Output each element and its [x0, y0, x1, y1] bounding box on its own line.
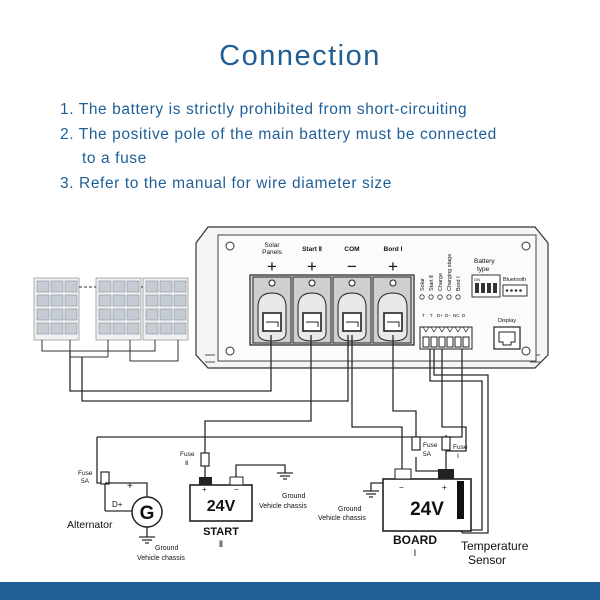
port-label-2: T — [430, 313, 433, 318]
terminal-sign-com: − — [347, 257, 357, 276]
note-2-continued: to a fuse — [82, 150, 147, 167]
terminal-label-start: Start Ⅱ — [302, 245, 322, 253]
battery-type-dip-switch — [471, 274, 501, 298]
board-battery-minus: − — [399, 483, 404, 492]
terminal-label-bord: Bord Ⅰ — [384, 245, 403, 253]
indicator-leds — [419, 294, 461, 300]
fuse-label-3-line-2: 5A — [423, 451, 432, 458]
fuse-label-4-line-1: Fuse — [453, 444, 468, 451]
note-1: 1. The battery is strictly prohibited fr… — [60, 101, 468, 118]
start-battery-numeral: Ⅱ — [219, 539, 223, 549]
board-battery-plus: + — [442, 483, 447, 492]
battery-type-label-1: Battery — [474, 258, 495, 265]
fuse-label-1-line-2: 5A — [81, 478, 90, 485]
temperature-sensor-label-1: Temperature — [461, 539, 529, 553]
ground-label-2-line-1: Ground — [282, 493, 305, 500]
start-battery-plus: + — [202, 485, 207, 494]
alternator-label: Alternator — [67, 519, 113, 531]
indicator-label-start: Start Ⅱ — [429, 275, 435, 291]
dip-on-label: ON — [474, 277, 480, 282]
port-label-3: D+ — [437, 313, 443, 318]
fuse-label-2-line-1: Fuse — [180, 451, 195, 458]
wiring-diagram: Solar Panels Start Ⅱ COM Bord Ⅰ + + − + … — [33, 226, 549, 567]
port-label-4: D− — [445, 313, 451, 318]
battery-type-label-2: type — [477, 266, 490, 273]
fuse-label-3-line-1: Fuse — [423, 442, 438, 449]
solar-panels — [33, 277, 189, 341]
note-2: 2. The positive pole of the main battery… — [60, 126, 497, 143]
terminal-sign-bord: + — [388, 257, 398, 276]
ground-label-2-line-2: Vehicle chassis — [259, 503, 307, 510]
display-port — [493, 326, 521, 350]
port-label-5: NC — [453, 313, 460, 318]
start-battery-voltage: 24V — [207, 498, 236, 515]
display-label: Display — [498, 318, 516, 324]
bluetooth-port — [502, 284, 528, 297]
page-title: Connection — [219, 40, 381, 72]
ground-label-1-line-1: Ground — [155, 545, 178, 552]
board-battery — [382, 468, 472, 532]
terminal-sign-solar: + — [267, 257, 277, 276]
board-battery-voltage: 24V — [410, 499, 444, 520]
bluetooth-label: Bluetooth — [503, 277, 526, 283]
indicator-label-charging-stage: Charging stage — [447, 254, 453, 291]
start-battery-name: START — [203, 526, 239, 538]
wires — [69, 335, 489, 537]
ground-symbols — [139, 472, 379, 544]
terminal-label-solar-2: Panels — [262, 249, 283, 256]
terminal-label-solar-1: Solar — [264, 242, 280, 249]
note-3: 3. Refer to the manual for wire diameter… — [60, 175, 392, 192]
footer-bar — [0, 582, 600, 600]
temperature-sensor-label-2: Sensor — [468, 553, 506, 567]
signal-port-block — [419, 326, 473, 350]
indicator-label-bord: Bord Ⅰ — [456, 276, 462, 291]
board-battery-numeral: Ⅰ — [414, 548, 417, 558]
fuse-label-1-line-1: Fuse — [78, 470, 93, 477]
port-label-1: T — [422, 313, 425, 318]
alternator-d-plus-label: D+ — [112, 500, 123, 509]
ground-label-3-line-1: Ground — [338, 506, 361, 513]
start-battery — [189, 476, 253, 522]
indicator-label-solar: Solar — [420, 278, 426, 291]
alternator-g-symbol: G — [140, 503, 155, 524]
ground-label-3-line-2: Vehicle chassis — [318, 515, 366, 522]
fuse-label-2-line-2: Ⅱ — [185, 460, 188, 467]
terminal-label-com: COM — [344, 246, 359, 253]
fuse-label-4-line-2: Ⅰ — [457, 453, 459, 460]
port-label-6: D — [462, 313, 466, 318]
alternator-plus-label: + — [127, 481, 133, 492]
terminal-sign-start: + — [307, 257, 317, 276]
start-battery-minus: − — [234, 485, 239, 494]
ground-label-1-line-2: Vehicle chassis — [137, 555, 185, 562]
solar-panel-wiring — [41, 286, 179, 362]
terminal-block — [249, 274, 415, 346]
fuse-symbols — [100, 436, 451, 485]
indicator-label-charge: Charge — [438, 273, 444, 291]
board-battery-name: BOARD — [393, 533, 437, 547]
